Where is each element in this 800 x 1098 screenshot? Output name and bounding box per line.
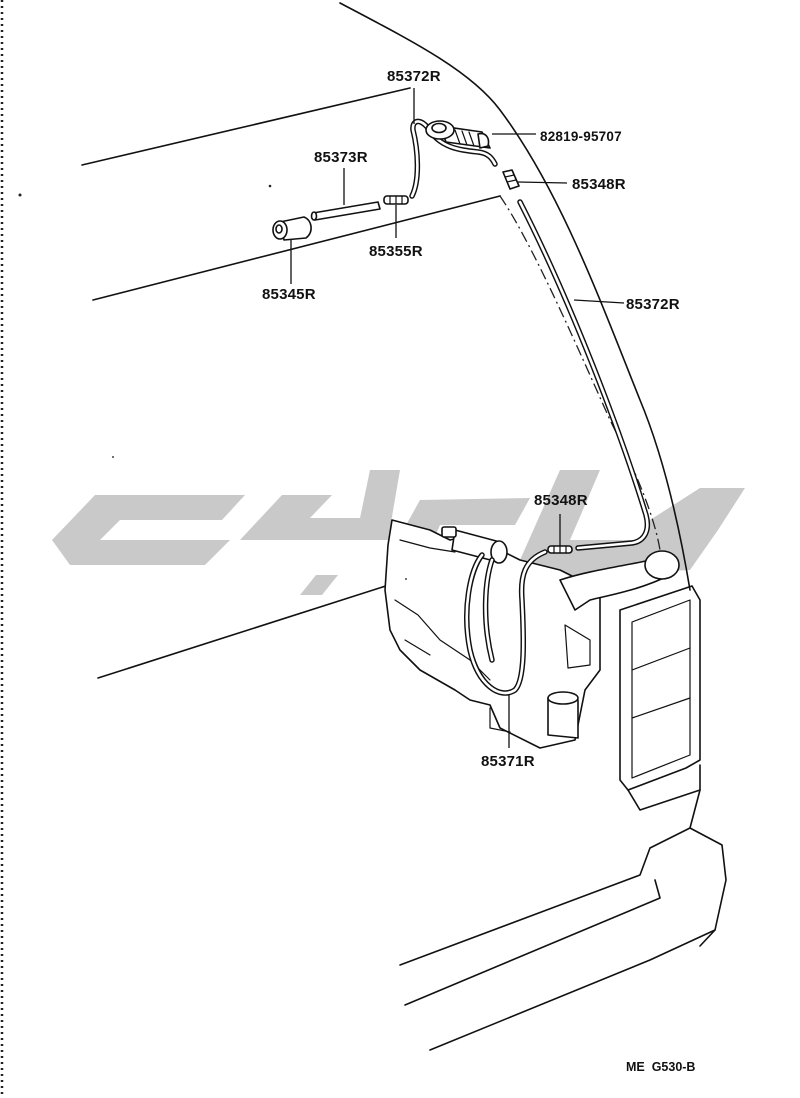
washer-pump: [441, 526, 508, 564]
label-85345R: 85345R: [262, 286, 316, 303]
label-85348R-top: 85348R: [572, 176, 626, 193]
label-85371R: 85371R: [481, 753, 535, 770]
label-85372R-right: 85372R: [626, 296, 680, 313]
washer-tank: [384, 519, 680, 749]
nozzle-85345R: [272, 216, 312, 241]
joint-85348R-top: [502, 169, 520, 190]
label-85372R-top: 85372R: [387, 68, 441, 85]
hose-85372R-right: [517, 199, 651, 551]
label-82819-95707: 82819-95707: [540, 129, 622, 144]
connector-85355R: [383, 195, 409, 205]
part-labels: 85372R 82819-95707 85373R 85348R 85355R …: [262, 68, 695, 1074]
specks: [18, 184, 407, 580]
pipe-85373R: [310, 201, 381, 221]
leader-lines: [290, 88, 625, 748]
grommet-82819-95707: [425, 120, 491, 149]
label-85373R: 85373R: [314, 149, 368, 166]
label-85355R: 85355R: [369, 243, 423, 260]
label-85348R-bottom: 85348R: [534, 492, 588, 509]
joint-85348R-bottom: [547, 545, 573, 554]
vehicle-body: [81, 2, 727, 1051]
drawing-code: ME G530-B: [626, 1060, 695, 1074]
hose-loop-85371R: [464, 549, 548, 696]
